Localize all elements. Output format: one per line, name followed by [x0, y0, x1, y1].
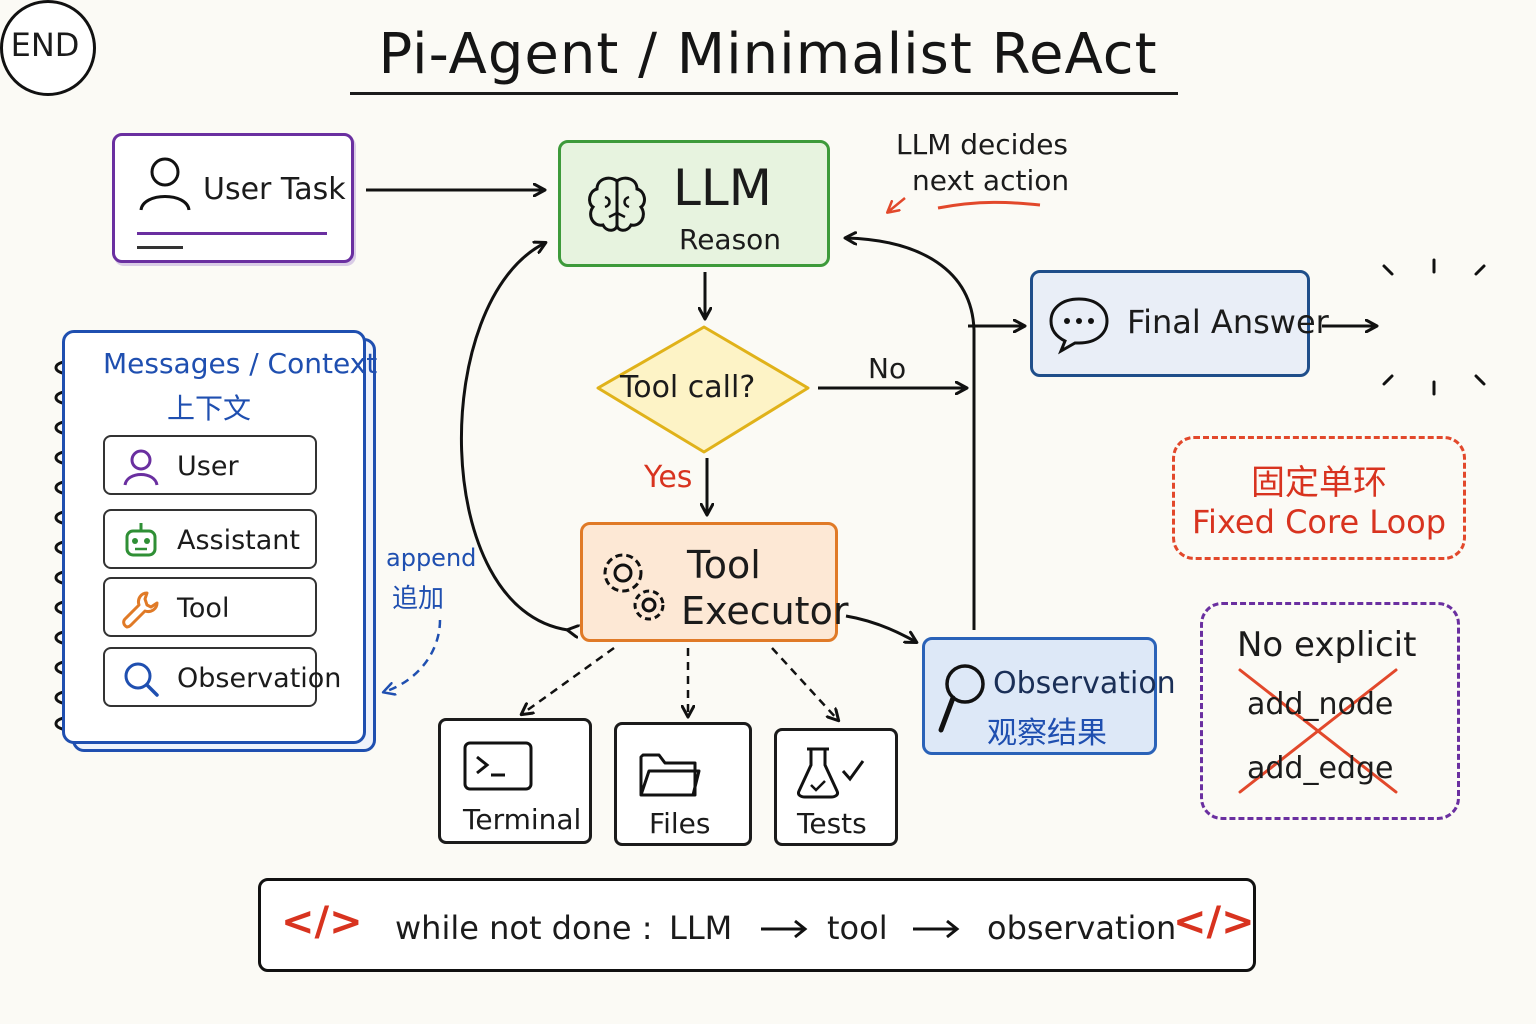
- wrench-icon: [122, 591, 159, 629]
- tool-executor-node: Tool Executor: [580, 522, 848, 642]
- flask-check-icon: [797, 747, 865, 799]
- final-answer-node: Final Answer: [1030, 270, 1329, 377]
- message-tool: Tool: [103, 577, 317, 637]
- note-arrow: [888, 197, 906, 212]
- loop-while-text: while not done :: [395, 909, 653, 947]
- llm-note-line2: next action: [912, 164, 1070, 197]
- observation-subtitle-cn: 观察结果: [987, 716, 1107, 751]
- user-task-underline-short: [137, 246, 183, 249]
- message-user-label: User: [177, 451, 239, 482]
- search-icon: [124, 662, 159, 697]
- llm-node: LLM Reason: [558, 140, 830, 267]
- core-loop-cn: 固定单环: [1251, 463, 1387, 503]
- files-tool: Files: [614, 722, 752, 846]
- terminal-tool: Terminal: [438, 718, 592, 844]
- arrow-to-terminal: [522, 646, 615, 714]
- tests-label: Tests: [797, 807, 867, 840]
- end-label: END: [10, 26, 80, 64]
- loop-arrow-1: [761, 919, 808, 939]
- loop-arrow-2: [913, 919, 960, 939]
- page-title: Pi-Agent / Minimalist ReAct: [378, 22, 1158, 87]
- magnifier-icon: [938, 664, 985, 733]
- user-icon: [139, 157, 191, 211]
- llm-note-line1: LLM decides: [896, 128, 1069, 161]
- strike-cross: [1238, 668, 1398, 794]
- yes-label: Yes: [644, 460, 693, 495]
- arrow-llm-executor-loop: [459, 243, 568, 630]
- llm-subtitle: Reason: [679, 223, 782, 256]
- note-underline: [937, 200, 1041, 210]
- terminal-label: Terminal: [463, 803, 582, 836]
- code-icon: </>: [281, 899, 363, 945]
- observation-title: Observation: [993, 666, 1176, 701]
- user-icon: [123, 449, 159, 486]
- brain-icon: [588, 176, 646, 232]
- append-label: append: [386, 544, 477, 572]
- decision-label: Tool call?: [620, 370, 756, 405]
- executor-line2: Executor: [681, 589, 849, 633]
- message-observation-label: Observation: [177, 663, 342, 694]
- messages-notebook: Messages / Context 上下文 User Assistant To…: [62, 330, 377, 744]
- tests-tool: Tests: [774, 728, 898, 846]
- message-user: User: [103, 435, 317, 495]
- no-label: No: [868, 352, 907, 385]
- title-underline: [350, 92, 1178, 95]
- core-loop-note: 固定单环 Fixed Core Loop: [1172, 436, 1466, 560]
- arrow-executor-to-observation: [845, 614, 916, 642]
- terminal-icon: [463, 741, 533, 791]
- folder-icon: [639, 753, 701, 797]
- decision-diamond: [596, 325, 810, 454]
- files-label: Files: [649, 807, 711, 840]
- code-icon-end: </>: [1173, 899, 1255, 945]
- executor-line1: Tool: [687, 543, 761, 587]
- loop-pseudocode-bar: </> while not done : LLM tool observatio…: [258, 878, 1256, 972]
- message-observation: Observation: [103, 647, 341, 707]
- no-explicit-note: No explicit add_node add_edge: [1200, 602, 1460, 820]
- notebook-heading-cn: 上下文: [167, 392, 252, 425]
- core-loop-en: Fixed Core Loop: [1191, 503, 1447, 541]
- loop-llm-text: LLM: [669, 909, 733, 947]
- observation-node: Observation 观察结果: [922, 637, 1176, 755]
- final-answer-label: Final Answer: [1127, 303, 1329, 341]
- llm-title: LLM: [673, 159, 772, 217]
- message-tool-label: Tool: [177, 593, 230, 624]
- user-task-node: User Task: [112, 133, 354, 263]
- notebook-heading: Messages / Context: [103, 347, 378, 380]
- user-task-underline: [137, 232, 327, 235]
- robot-icon: [125, 523, 157, 557]
- message-assistant-label: Assistant: [177, 525, 301, 556]
- end-rays: [1382, 258, 1486, 396]
- user-task-label: User Task: [203, 172, 346, 207]
- chat-bubble-icon: [1049, 297, 1109, 355]
- add-node-label: add_node: [1247, 687, 1394, 722]
- gears-icon: [603, 553, 665, 621]
- arrow-observation-to-llm: [846, 238, 976, 630]
- append-label-cn: 追加: [392, 584, 445, 614]
- arrow-to-tests: [771, 647, 838, 720]
- loop-tool-text: tool: [827, 909, 888, 947]
- no-explicit-title: No explicit: [1237, 625, 1417, 665]
- append-arrow: [384, 619, 442, 692]
- add-edge-label: add_edge: [1247, 751, 1394, 786]
- end-node: END: [0, 0, 96, 96]
- message-assistant: Assistant: [103, 509, 317, 569]
- loop-observation-text: observation: [987, 909, 1177, 947]
